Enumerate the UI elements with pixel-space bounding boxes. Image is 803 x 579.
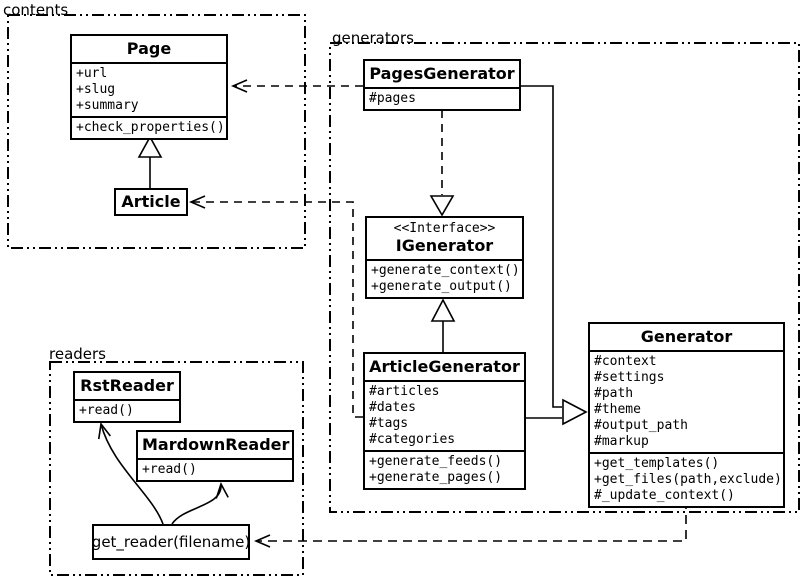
class-box-mardownreader: MardownReader +read() <box>136 430 294 482</box>
uml-attribute: #articles <box>369 384 440 399</box>
uml-attribute: #settings <box>594 370 665 385</box>
class-attributes-articlegenerator: #articles #dates #tags #categories <box>365 380 524 450</box>
class-title-mardownreader: MardownReader <box>142 435 290 454</box>
uml-attribute: #output_path <box>594 418 688 433</box>
uml-attribute: #dates <box>369 400 416 415</box>
generalization-triangle-page <box>137 135 163 158</box>
uml-method: +generate_context() <box>371 263 520 278</box>
uml-attribute: #markup <box>594 434 649 449</box>
uml-method: +generate_feeds() <box>369 454 503 469</box>
class-title-rstreader: RstReader <box>80 376 174 395</box>
class-stereotype-igenerator: <<Interface>> <box>393 221 496 236</box>
package-frame-generators <box>329 42 800 513</box>
uml-method: +read() <box>142 462 197 477</box>
generalization-triangle-igenerator-bottom <box>430 298 456 322</box>
uml-method: +read() <box>79 403 134 418</box>
class-box-igenerator: <<Interface>> IGenerator +generate_conte… <box>365 216 524 299</box>
class-box-generator: Generator #context #settings #path #them… <box>588 322 785 508</box>
package-frame-readers <box>49 361 304 576</box>
uml-method: +check_properties() <box>76 120 225 135</box>
uml-attribute: +slug <box>76 82 116 97</box>
class-box-articlegenerator: ArticleGenerator #articles #dates #tags … <box>363 352 526 490</box>
class-attributes-generator: #context #settings #path #theme #output_… <box>590 350 783 452</box>
class-box-page: Page +url +slug +summary +check_properti… <box>70 34 228 140</box>
uml-method: +get_templates() <box>594 456 720 471</box>
arrow-getreader-mardownreader <box>171 481 229 525</box>
class-methods-igenerator: +generate_context() +generate_output() <box>367 259 522 297</box>
package-label-contents: contents <box>3 1 69 19</box>
package-frame-contents <box>7 14 306 249</box>
uml-method: #_update_context() <box>594 488 735 503</box>
uml-attribute: #theme <box>594 402 641 417</box>
node-box-getreader: get_reader(filename) <box>92 524 250 560</box>
uml-method: +get_files(path,exclude) <box>594 472 782 487</box>
class-attributes-pagesgenerator: #pages <box>365 87 519 109</box>
class-box-pagesgenerator: PagesGenerator #pages <box>363 59 521 111</box>
class-box-article: Article <box>114 188 188 216</box>
class-title-pagesgenerator: PagesGenerator <box>369 64 515 83</box>
uml-attribute: #context <box>594 354 657 369</box>
uml-method: +generate_output() <box>371 279 512 294</box>
package-label-generators: generators <box>332 29 414 47</box>
realization-triangle-igenerator-top <box>429 195 455 217</box>
class-title-article: Article <box>121 192 181 211</box>
class-methods-mardownreader: +read() <box>138 458 292 480</box>
generalization-triangle-generator <box>562 398 588 426</box>
uml-attribute: #path <box>594 386 634 401</box>
node-label-getreader: get_reader(filename) <box>91 533 251 551</box>
class-title-generator: Generator <box>640 327 733 346</box>
class-methods-articlegenerator: +generate_feeds() +generate_pages() <box>365 450 524 488</box>
uml-attribute: +url <box>76 66 108 81</box>
uml-attribute: +summary <box>76 98 139 113</box>
uml-attribute: #categories <box>369 432 456 447</box>
class-title-igenerator: IGenerator <box>395 236 494 255</box>
class-attributes-page: +url +slug +summary <box>72 62 226 116</box>
generalization-line-pagesgenerator-generator <box>520 85 562 408</box>
class-methods-rstreader: +read() <box>75 399 179 421</box>
class-methods-generator: +get_templates() +get_files(path,exclude… <box>590 452 783 506</box>
class-methods-page: +check_properties() <box>72 116 226 138</box>
dependency-articlegenerator-article <box>188 195 363 418</box>
class-title-page: Page <box>126 39 172 58</box>
class-title-articlegenerator: ArticleGenerator <box>369 357 520 376</box>
uml-attribute: #pages <box>369 91 416 106</box>
arrow-getreader-rstreader <box>97 422 164 525</box>
uml-attribute: #tags <box>369 416 409 431</box>
uml-method: +generate_pages() <box>369 470 503 485</box>
package-label-readers: readers <box>49 345 106 363</box>
class-box-rstreader: RstReader +read() <box>73 371 181 423</box>
